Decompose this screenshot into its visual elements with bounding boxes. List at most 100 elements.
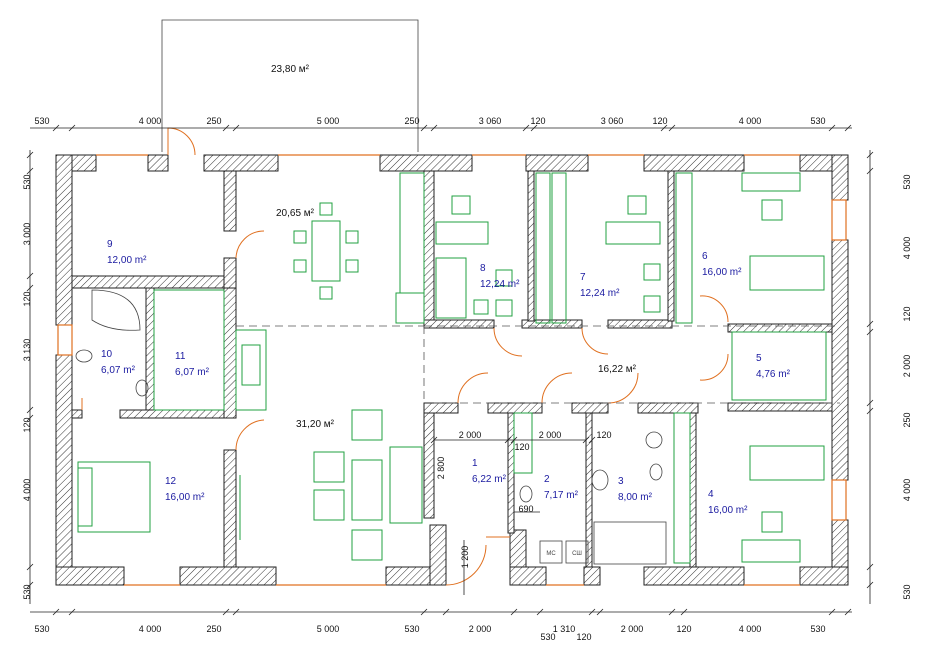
room-area: 7,17 m² xyxy=(544,490,579,501)
room-area: 12,24 m² xyxy=(480,279,520,290)
dimension-label: 1 200 xyxy=(460,546,470,569)
dimension-label: 530 xyxy=(22,174,32,189)
terrace-outline xyxy=(161,19,419,152)
dimension-tick xyxy=(522,124,530,132)
dimension-label: 690 xyxy=(518,504,533,514)
dimension-tick xyxy=(420,124,428,132)
dimension-tick xyxy=(668,608,676,616)
dimension-tick xyxy=(430,124,438,132)
dimension-label: 4 000 xyxy=(902,237,912,260)
dimension-lines xyxy=(29,127,871,613)
dimension-tick xyxy=(866,328,874,336)
dimension-label: 120 xyxy=(22,291,32,306)
dimension-label: 4 000 xyxy=(139,116,162,126)
dimension-label: 530 xyxy=(902,174,912,189)
dimension-tick xyxy=(866,167,874,175)
room-num: 3 xyxy=(618,476,624,487)
dimension-tick xyxy=(430,436,438,444)
dimension-label: 3 000 xyxy=(22,223,32,246)
sanitary-fixtures: МС СШ xyxy=(75,289,667,565)
dimension-tick xyxy=(828,608,836,616)
room-num: 7 xyxy=(580,272,586,283)
windows xyxy=(57,154,847,586)
dimension-tick xyxy=(26,272,34,280)
dimension-label: 530 xyxy=(22,584,32,599)
dimension-label: 2 800 xyxy=(436,457,446,480)
dimension-tick xyxy=(844,608,852,616)
dimension-label: 4 000 xyxy=(739,624,762,634)
kitchen-area: 20,65 м² xyxy=(276,208,315,219)
dimension-tick xyxy=(582,436,590,444)
room-area: 16,00 m² xyxy=(708,505,748,516)
room-area: 6,07 m² xyxy=(101,365,136,376)
doors xyxy=(81,127,729,586)
terrace: 23,80 м² xyxy=(161,19,419,152)
room-num: 9 xyxy=(107,239,113,250)
dimension-label: 530 xyxy=(404,624,419,634)
room-area: 4,76 m² xyxy=(756,369,791,380)
dimension-tick xyxy=(26,284,34,292)
living-area: 31,20 м² xyxy=(296,419,335,430)
dimension-label: 3 060 xyxy=(479,116,502,126)
corridor-area: 16,22 м² xyxy=(598,364,637,375)
dimension-label: 120 xyxy=(902,306,912,321)
dimension-label: 250 xyxy=(206,116,221,126)
room-num: 6 xyxy=(702,251,708,262)
dimension-tick xyxy=(442,608,450,616)
dimension-label: 530 xyxy=(810,116,825,126)
dimension-label: 120 xyxy=(576,632,591,642)
dimension-tick xyxy=(232,608,240,616)
dimension-label: 250 xyxy=(206,624,221,634)
dimension-tick xyxy=(26,563,34,571)
zone-separators xyxy=(236,325,840,404)
dimension-label: 530 xyxy=(34,624,49,634)
dimension-tick xyxy=(660,124,668,132)
room-area: 8,00 m² xyxy=(618,492,653,503)
dimension-tick xyxy=(68,608,76,616)
washer-label: МС xyxy=(546,551,556,557)
room-num: 8 xyxy=(480,263,486,274)
dimension-label: 3 060 xyxy=(601,116,624,126)
room-labels: 1 6,22 m² 2 7,17 m² 3 8,00 m² 4 16,00 m²… xyxy=(101,208,791,516)
dimension-tick xyxy=(420,608,428,616)
dimension-tick xyxy=(588,608,596,616)
dimension-tick xyxy=(530,124,538,132)
dimension-tick xyxy=(588,436,596,444)
dimension-tick xyxy=(222,124,230,132)
dimension-tick xyxy=(52,124,60,132)
dimension-label: 120 xyxy=(596,430,611,440)
dimension-label: 250 xyxy=(902,412,912,427)
dimension-tick xyxy=(866,399,874,407)
room-area: 16,00 m² xyxy=(165,492,205,503)
dimension-label: 530 xyxy=(540,632,555,642)
dimension-label: 530 xyxy=(902,584,912,599)
room-area: 16,00 m² xyxy=(702,267,742,278)
dimension-label: 250 xyxy=(404,116,419,126)
dimension-tick xyxy=(26,581,34,589)
room-num: 10 xyxy=(101,349,113,360)
room-area: 12,24 m² xyxy=(580,288,620,299)
dimension-tick xyxy=(668,124,676,132)
dimension-label: 2 000 xyxy=(469,624,492,634)
dimension-label: 1 310 xyxy=(553,624,576,634)
room-num: 2 xyxy=(544,474,550,485)
dimension-label: 530 xyxy=(34,116,49,126)
dimension-label: 2 000 xyxy=(621,624,644,634)
dimension-label: 120 xyxy=(514,442,529,452)
room-num: 1 xyxy=(472,458,478,469)
dimension-label: 530 xyxy=(810,624,825,634)
dimension-tick xyxy=(866,581,874,589)
dimension-tick xyxy=(52,608,60,616)
dimension-label: 3 130 xyxy=(22,339,32,362)
dimension-label: 2 000 xyxy=(459,430,482,440)
terrace-area: 23,80 м² xyxy=(271,64,310,75)
dimension-label: 4 000 xyxy=(902,479,912,502)
dimension-tick xyxy=(866,320,874,328)
dimension-label: 4 000 xyxy=(739,116,762,126)
